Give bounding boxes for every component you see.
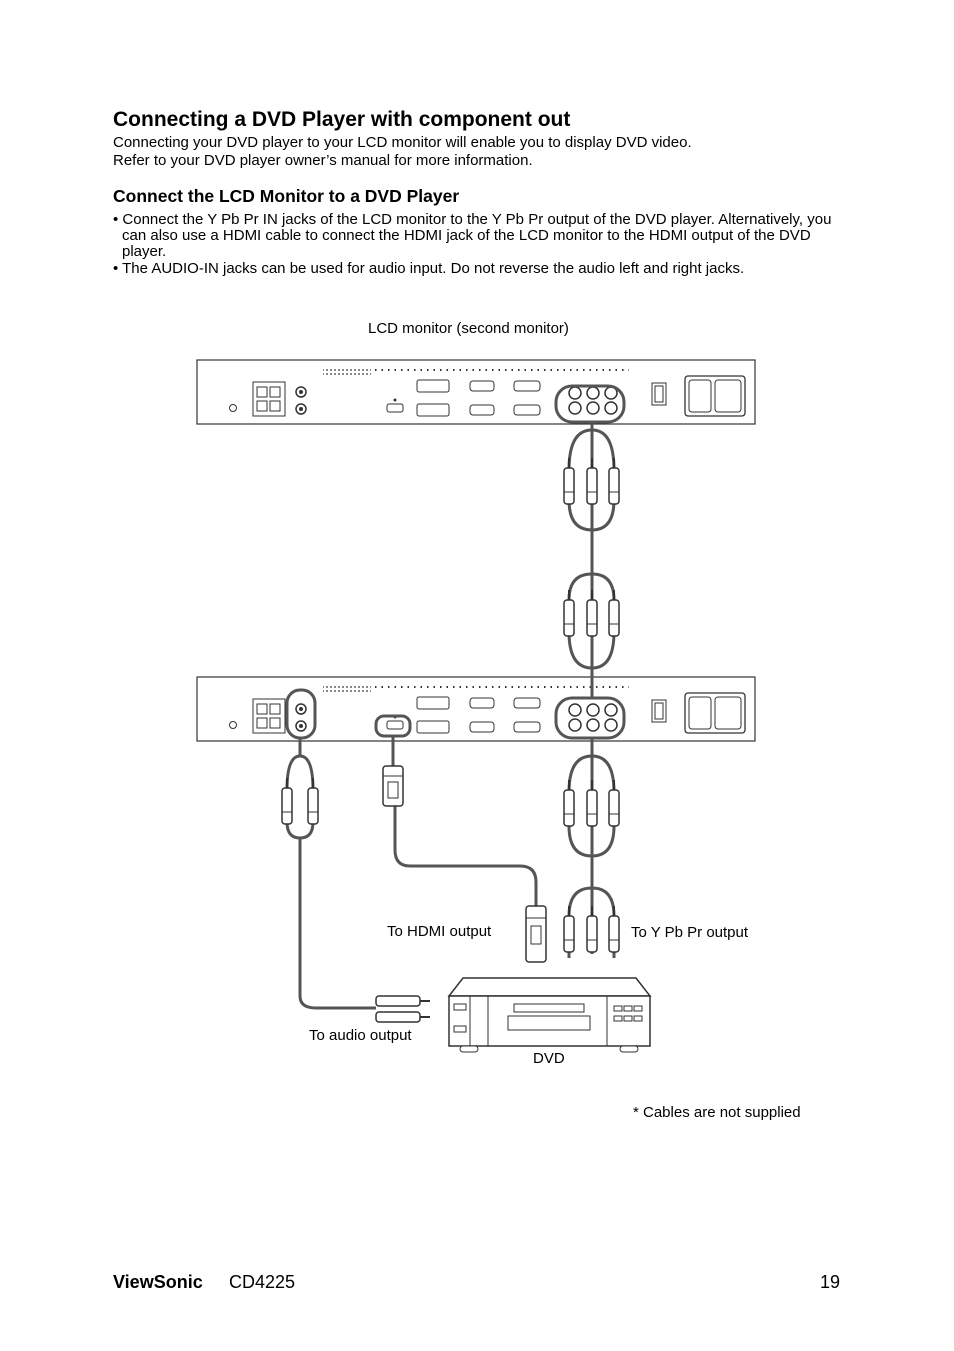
instruction-list: • Connect the Y Pb Pr IN jacks of the LC… xyxy=(113,211,833,277)
footer-brand: ViewSonic xyxy=(113,1272,203,1292)
intro-line-1: Connecting your DVD player to your LCD m… xyxy=(113,134,692,151)
second-monitor-rear-panel xyxy=(196,359,756,425)
cables-note: * Cables are not supplied xyxy=(633,1104,801,1121)
section-heading: Connect the LCD Monitor to a DVD Player xyxy=(113,186,460,206)
dvd-player xyxy=(447,977,652,1053)
footer-model: CD4225 xyxy=(229,1272,296,1292)
bullet-ypbpr: • Connect the Y Pb Pr IN jacks of the LC… xyxy=(113,211,832,261)
hdmi-output-label: To HDMI output xyxy=(387,923,492,940)
intro-text: Connecting your DVD player to your LCD m… xyxy=(113,134,692,170)
page-number: 19 xyxy=(820,1272,841,1292)
ypbpr-output-label: To Y Pb Pr output xyxy=(631,924,749,941)
dvd-label: DVD xyxy=(533,1050,565,1067)
intro-line-2: Refer to your DVD player owner’s manual … xyxy=(113,152,533,169)
page-title: Connecting a DVD Player with component o… xyxy=(113,108,571,131)
audio-output-label: To audio output xyxy=(309,1027,412,1044)
monitor-label: LCD monitor (second monitor) xyxy=(368,320,569,337)
first-monitor-rear-panel xyxy=(196,676,756,742)
bullet-audio: • The AUDIO-IN jacks can be used for aud… xyxy=(113,259,745,277)
